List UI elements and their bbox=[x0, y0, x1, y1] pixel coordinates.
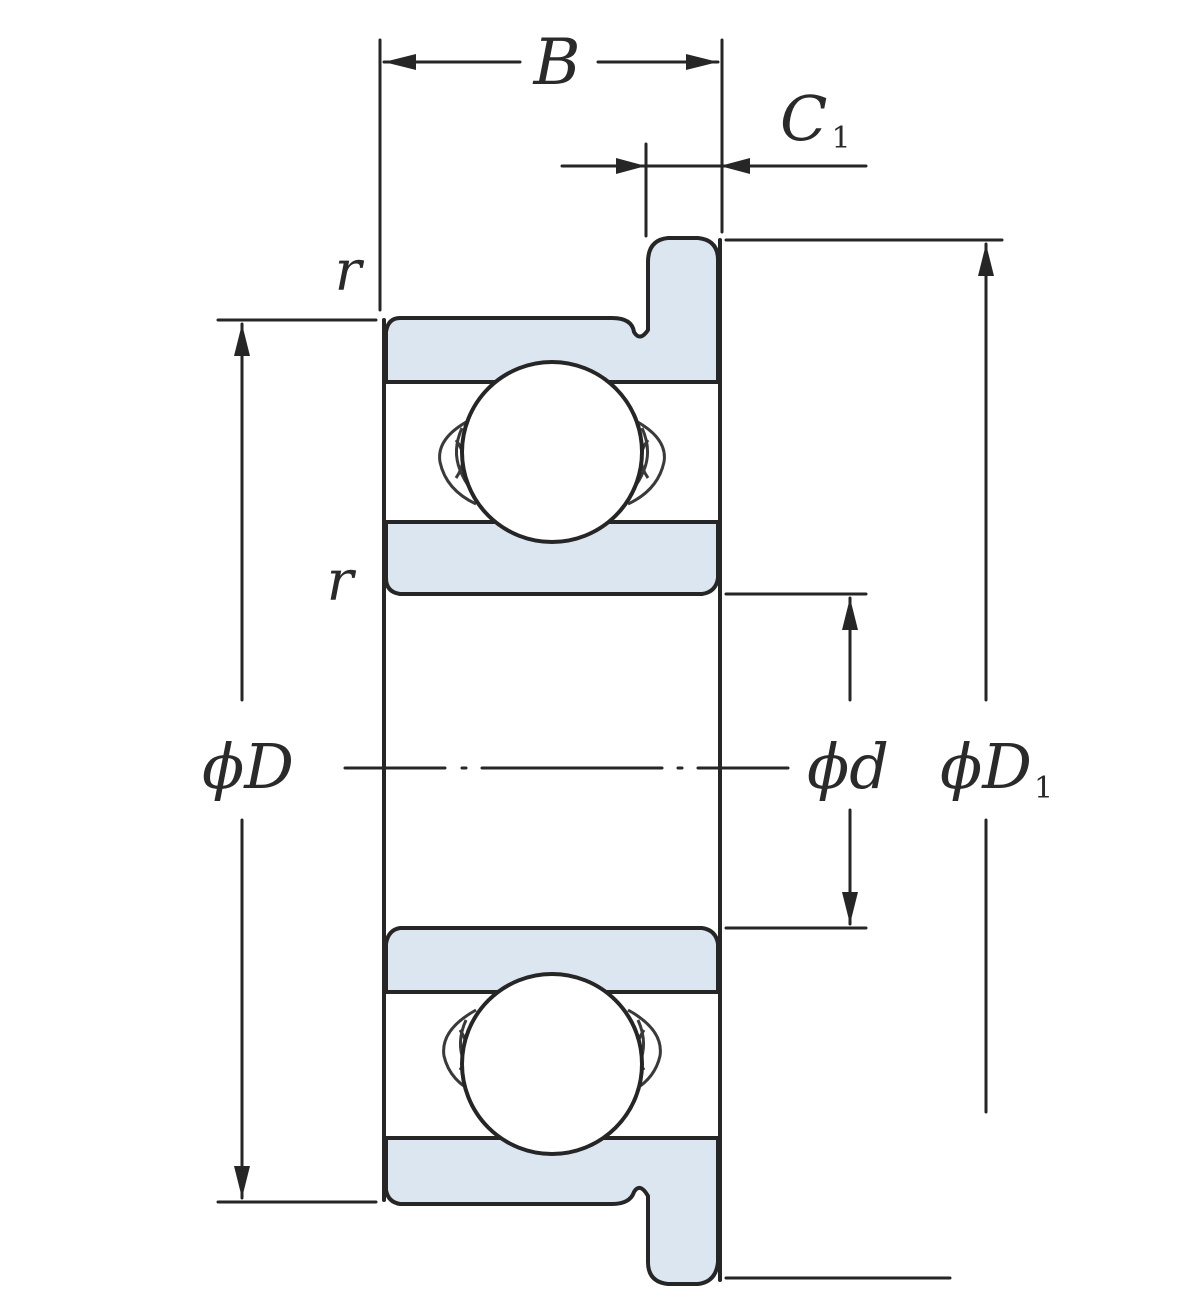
ball-bottom bbox=[460, 972, 644, 1156]
label-corner-radius-top: r bbox=[335, 239, 365, 304]
dimension-bore-diameter bbox=[724, 592, 868, 930]
label-corner-radius-mid: r bbox=[327, 549, 357, 614]
dimension-b bbox=[378, 38, 724, 312]
ball-top bbox=[460, 360, 644, 544]
label-flange-diameter: ϕD1 bbox=[940, 730, 1053, 806]
label-width-b: B bbox=[532, 26, 580, 100]
outer-ring-top-section bbox=[384, 236, 720, 384]
label-bore-diameter: ϕd bbox=[807, 730, 889, 803]
dimension-outer-diameter bbox=[216, 318, 378, 1204]
dimension-flange-diameter bbox=[724, 238, 1004, 1280]
outer-ring-bottom-section bbox=[384, 1136, 720, 1286]
label-outer-diameter: ϕD bbox=[202, 730, 294, 803]
dimension-c1 bbox=[560, 142, 868, 238]
inner-ring-top-section bbox=[384, 520, 720, 596]
